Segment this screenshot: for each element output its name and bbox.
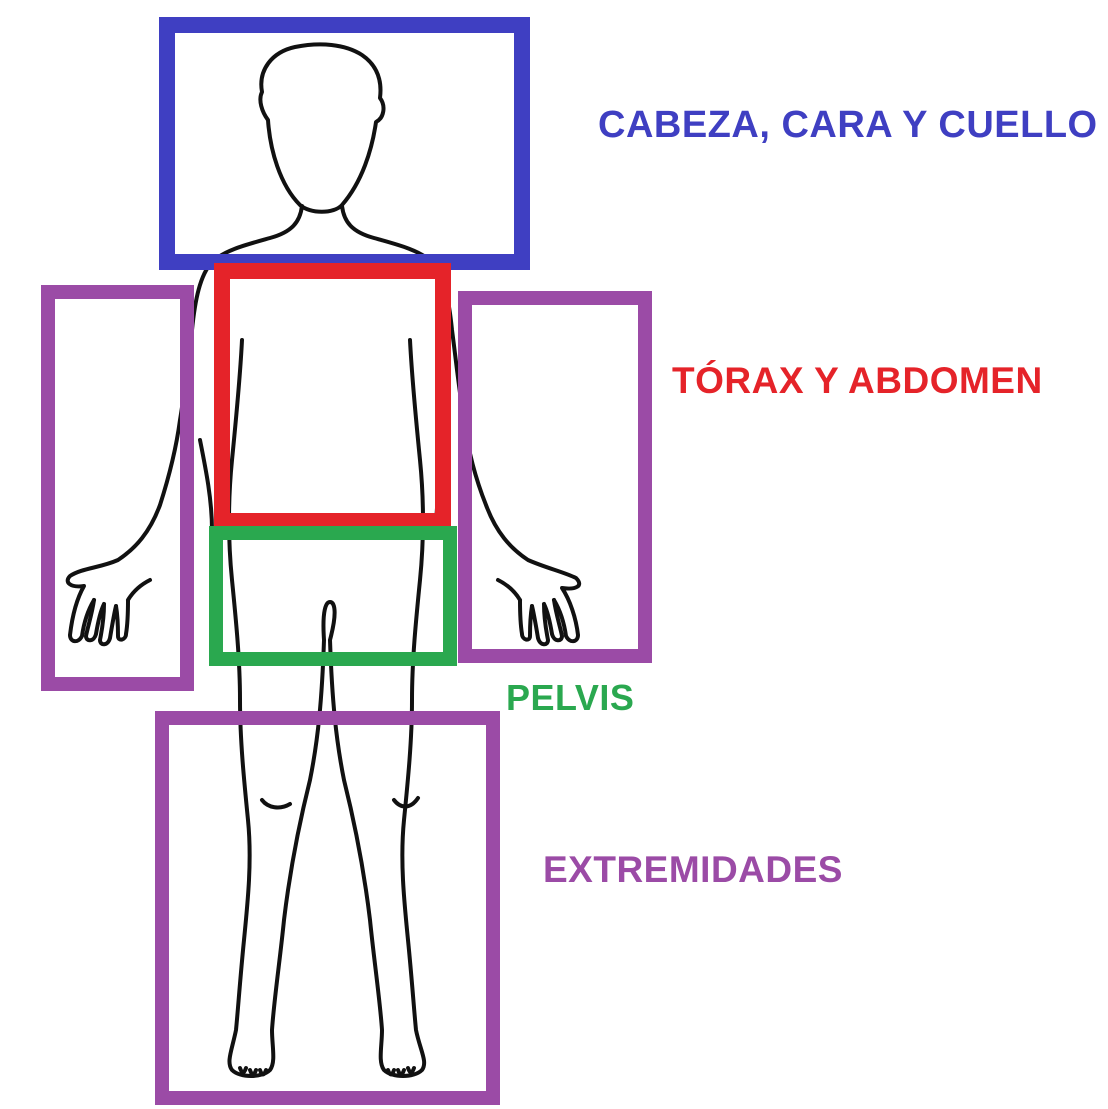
- human-figure-outline: [68, 44, 579, 1076]
- knee-marks: [262, 798, 418, 807]
- legs-outline: [229, 602, 424, 1076]
- torso-region-box: [222, 271, 443, 521]
- head-region-label: CABEZA, CARA Y CUELLO: [598, 104, 1098, 147]
- head-region-box: [167, 25, 522, 262]
- toes: [240, 1068, 414, 1075]
- head-outline: [260, 44, 383, 211]
- torso-region-label: TÓRAX Y ABDOMEN: [672, 360, 1043, 402]
- legs-region-box: [162, 718, 493, 1098]
- pelvis-region-label: PELVIS: [506, 677, 634, 719]
- right-hand-fingers: [498, 580, 562, 644]
- left-hand-fingers: [86, 580, 150, 644]
- limbs-region-label: EXTREMIDADES: [543, 849, 843, 891]
